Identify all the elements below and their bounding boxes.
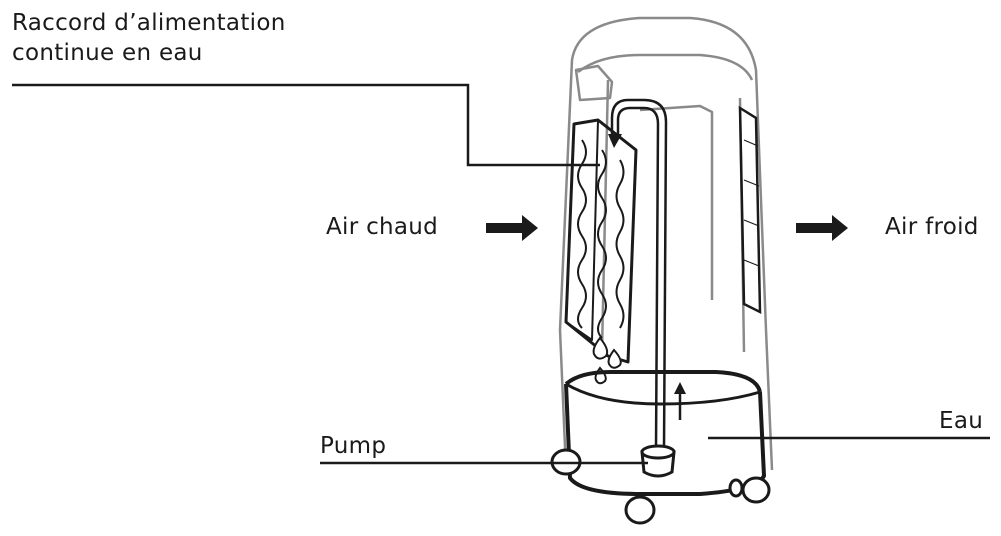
water-tube xyxy=(608,98,668,449)
cooling-pad-waves xyxy=(577,139,625,339)
cooler-back-panel xyxy=(639,104,714,300)
cooling-pad-frame xyxy=(564,118,638,364)
leader-raccord xyxy=(12,83,600,167)
leader-lines xyxy=(12,83,990,465)
water-supply-label-line1: Raccord d’alimentation xyxy=(12,10,286,36)
cooling-pad xyxy=(564,118,638,364)
airflow-arrows xyxy=(486,215,848,241)
water-surface xyxy=(565,382,761,406)
water-supply-label-line2: continue en eau xyxy=(12,40,203,66)
cooler-top-cap xyxy=(577,53,754,81)
cooler-outer-shell xyxy=(558,16,774,471)
cooler-handle xyxy=(574,64,614,102)
water-supply-connection-label: Raccord d’alimentation continue en eau xyxy=(12,8,286,68)
side-vent-frame xyxy=(738,105,762,315)
pump-label: Pump xyxy=(320,433,387,459)
water-drops xyxy=(592,336,622,385)
wheel-right xyxy=(741,476,771,504)
cool-air-arrow-icon xyxy=(796,215,848,241)
warm-air-label: Air chaud xyxy=(326,214,439,240)
tube-down-arrow xyxy=(608,134,622,148)
wheel-front xyxy=(624,495,656,525)
warm-air-arrow-icon xyxy=(486,215,538,241)
wheel-back xyxy=(728,478,744,498)
water-label: Eau xyxy=(939,408,984,434)
cool-air-label: Air froid xyxy=(885,214,979,240)
side-vent-grille xyxy=(738,105,762,315)
pump xyxy=(640,444,676,478)
water-tank-rim xyxy=(564,370,762,393)
